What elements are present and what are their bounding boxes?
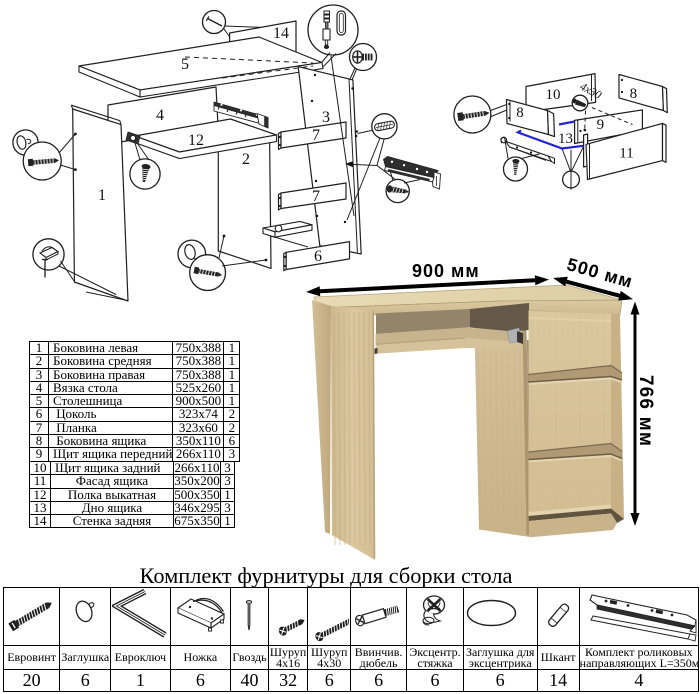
svg-text:12: 12 [188, 132, 204, 149]
svg-text:8: 8 [516, 105, 524, 121]
svg-text:4: 4 [156, 107, 164, 124]
svg-text:14: 14 [273, 25, 289, 42]
svg-text:1: 1 [98, 187, 106, 204]
svg-text:13: 13 [558, 131, 573, 147]
svg-text:7: 7 [312, 188, 320, 205]
svg-text:7: 7 [312, 127, 320, 144]
svg-text:2: 2 [242, 151, 250, 168]
svg-text:10: 10 [546, 87, 561, 103]
svg-text:9: 9 [597, 117, 605, 133]
svg-text:6: 6 [314, 248, 322, 265]
svg-text:5: 5 [181, 56, 189, 73]
svg-text:3: 3 [322, 109, 330, 126]
svg-text:11: 11 [619, 146, 633, 162]
svg-text:8: 8 [630, 86, 638, 102]
